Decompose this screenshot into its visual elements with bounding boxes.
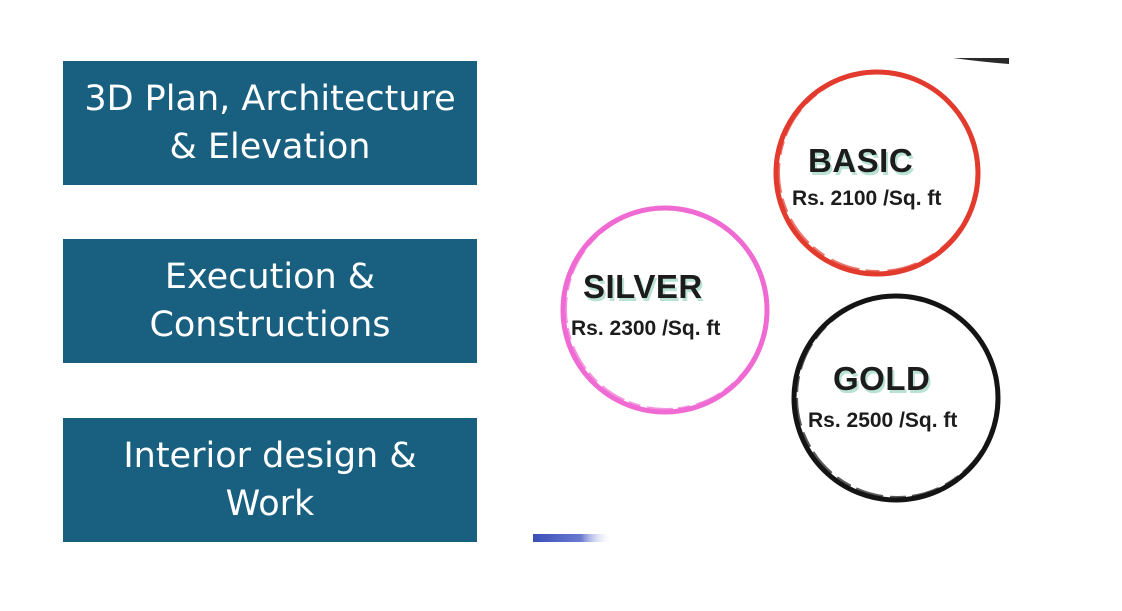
silver-ring — [560, 205, 770, 415]
service-label: 3D Plan, Architecture & Elevation — [84, 79, 456, 167]
blue-streak — [533, 534, 613, 542]
service-box-3d-plan: 3D Plan, Architecture & Elevation — [63, 61, 477, 185]
service-box-execution: Execution & Constructions — [63, 239, 477, 363]
plan-name-basic: BASIC — [808, 142, 914, 179]
service-label: Execution & Constructions — [149, 257, 391, 345]
plan-price-basic: Rs. 2100 /Sq. ft — [792, 187, 942, 210]
plan-name-gold: GOLD — [833, 360, 931, 397]
plan-rings-graphic — [533, 58, 1009, 542]
gold-ring — [791, 293, 1001, 503]
service-label: Interior design & Work — [123, 436, 417, 524]
plan-name-silver: SILVER — [583, 268, 703, 305]
plan-price-silver: Rs. 2300 /Sq. ft — [571, 317, 721, 340]
plan-price-gold: Rs. 2500 /Sq. ft — [808, 409, 958, 432]
service-box-interior: Interior design & Work — [63, 418, 477, 542]
corner-mark — [953, 58, 1009, 64]
pricing-plans-image: BASIC Rs. 2100 /Sq. ft SILVER Rs. 2300 /… — [533, 56, 1009, 546]
basic-ring — [773, 69, 981, 277]
